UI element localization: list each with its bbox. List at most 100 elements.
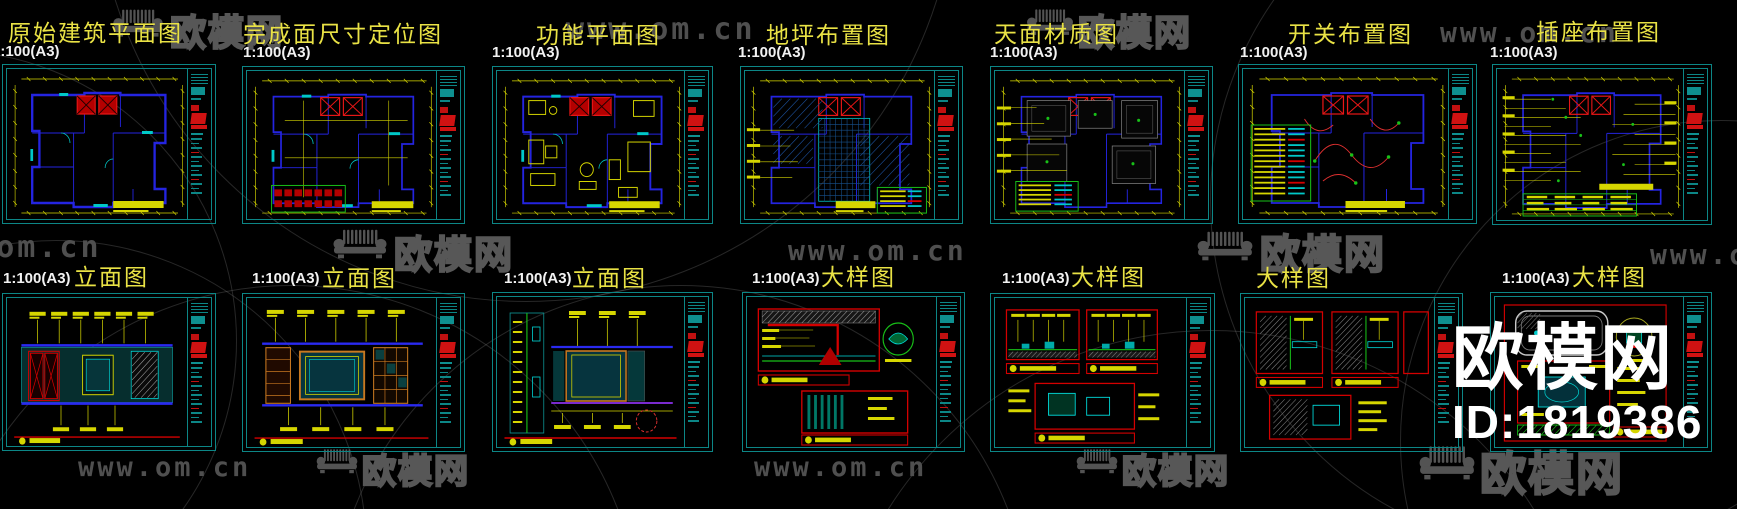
sheet-frame bbox=[740, 66, 963, 224]
sheet-scale-label: 1:100(A3) bbox=[492, 44, 560, 61]
title-block-strip bbox=[684, 297, 708, 447]
title-block-strip bbox=[1683, 297, 1707, 447]
sheet-frame bbox=[2, 64, 216, 224]
title-block-strip bbox=[1448, 69, 1472, 219]
title-block-strip bbox=[936, 297, 960, 447]
watermark-url-text: www.om.cn bbox=[78, 452, 252, 483]
brand-overlay-text: 欧模网 bbox=[1452, 319, 1675, 399]
drawing-content bbox=[747, 297, 936, 447]
sheet-frame bbox=[990, 293, 1215, 452]
drawing-content bbox=[7, 298, 187, 446]
sheet-title: 插座布置图 bbox=[1536, 19, 1661, 45]
title-block-strip bbox=[1184, 71, 1208, 219]
title-block-strip bbox=[934, 71, 958, 219]
sheet-scale-label: 1:100(A3) bbox=[1002, 270, 1070, 287]
sheet-title: 大样图 bbox=[1256, 265, 1331, 291]
sheet-border bbox=[1244, 297, 1459, 448]
drawing-content bbox=[7, 69, 187, 219]
sheet-border bbox=[1496, 68, 1708, 221]
watermark-brand-text: 欧模网 bbox=[169, 11, 285, 54]
watermark-url-text: www.om.cn bbox=[1650, 238, 1737, 271]
drawing-content bbox=[1497, 69, 1683, 220]
sofa-icon bbox=[110, 6, 166, 42]
watermark-brand-text: 欧模网 bbox=[1259, 232, 1386, 278]
watermark-brand-text: 欧模网 bbox=[1077, 11, 1193, 54]
sheet-border bbox=[496, 70, 709, 220]
title-block-strip bbox=[436, 298, 460, 447]
sheet-frame bbox=[990, 66, 1213, 224]
sheet-title: 天面材质图 bbox=[994, 21, 1119, 47]
sheet-scale-label: 1:100(A3) bbox=[1502, 270, 1570, 287]
sheet-frame bbox=[1238, 64, 1477, 224]
drawing-content bbox=[247, 298, 436, 447]
sheet-title: 大样图 bbox=[1071, 264, 1146, 290]
watermark-brand-text: 欧模网 bbox=[1479, 447, 1624, 501]
sheet-scale-label: 1:100(A3) bbox=[243, 44, 311, 61]
sofa-icon bbox=[1024, 6, 1076, 40]
sheet-scale-label: 1:100(A3) bbox=[3, 270, 71, 287]
title-block-strip bbox=[1434, 298, 1458, 447]
sheet-scale-label: 1:100(A3) bbox=[738, 44, 806, 61]
sheet-border bbox=[746, 296, 961, 448]
brand-overlay: 欧模网 ID:1819386 bbox=[1452, 322, 1702, 447]
sheet-frame bbox=[1492, 64, 1712, 225]
watermark-url-text: www.om.cn bbox=[788, 234, 967, 267]
sheet-title: 原始建筑平面图 bbox=[8, 20, 183, 46]
sheet-scale-label: 1:100(A3) bbox=[1490, 44, 1558, 61]
drawing-content bbox=[745, 71, 934, 219]
sheet-title: 完成面尺寸定位图 bbox=[243, 21, 443, 47]
sofa-icon bbox=[314, 446, 360, 478]
sheet-frame bbox=[242, 293, 465, 452]
drawing-content bbox=[497, 71, 684, 219]
title-block-strip bbox=[684, 71, 708, 219]
sheet-border bbox=[6, 68, 212, 220]
drawing-content bbox=[1245, 298, 1434, 447]
sheet-frame bbox=[742, 292, 965, 452]
watermark-brand-text: 欧模网 bbox=[361, 452, 470, 492]
sheet-border bbox=[246, 297, 461, 448]
watermark-url-text: www.om.cn bbox=[754, 452, 928, 483]
title-block-strip bbox=[436, 71, 460, 219]
sheet-title: 立面图 bbox=[74, 264, 149, 290]
sheet-frame bbox=[1240, 293, 1463, 452]
sheet-frame bbox=[492, 292, 713, 452]
sheet-frame bbox=[1490, 292, 1712, 452]
sheet-border bbox=[6, 297, 212, 447]
sheet-border bbox=[744, 70, 959, 220]
sheet-title: 地坪布置图 bbox=[766, 22, 891, 48]
title-block-strip bbox=[187, 69, 211, 219]
sheet-border bbox=[1494, 296, 1708, 448]
sheet-title: 大样图 bbox=[1572, 264, 1647, 290]
watermark-url-text: www.om.cn bbox=[566, 12, 756, 47]
sheet-frame bbox=[2, 293, 216, 451]
watermark-brand-text: 欧模网 bbox=[393, 234, 515, 278]
sheet-title: 功能平面图 bbox=[536, 22, 661, 48]
drawing-content bbox=[247, 71, 436, 219]
watermark-brand-text: 欧模网 bbox=[1121, 452, 1230, 492]
drawing-content bbox=[995, 71, 1184, 219]
sheet-scale-label: 1:100(A3) bbox=[252, 270, 320, 287]
sofa-icon bbox=[330, 226, 390, 264]
sheet-title: 立面图 bbox=[322, 265, 397, 291]
drawing-content bbox=[1495, 297, 1683, 447]
sheet-scale-label: 1:100(A3) bbox=[0, 43, 60, 60]
sheet-title: 大样图 bbox=[821, 264, 896, 290]
drawing-content bbox=[497, 297, 684, 447]
sheet-frame bbox=[492, 66, 713, 224]
sheet-title: 立面图 bbox=[572, 265, 647, 291]
drawing-content bbox=[995, 298, 1186, 447]
watermark-url-text: www.om.cn bbox=[1440, 16, 1619, 49]
sheet-border bbox=[994, 297, 1211, 448]
title-block-strip bbox=[1186, 298, 1210, 447]
sheet-border bbox=[994, 70, 1209, 220]
sheet-scale-label: 1:100(A3) bbox=[752, 270, 820, 287]
sofa-icon bbox=[1194, 228, 1256, 266]
watermark-url-text: www.om.cn bbox=[0, 230, 102, 265]
sheet-scale-label: 1:100(A3) bbox=[1240, 44, 1308, 61]
sheet-border bbox=[496, 296, 709, 448]
id-overlay-text: ID:1819386 bbox=[1452, 395, 1703, 448]
sofa-icon bbox=[1074, 446, 1120, 478]
title-block-strip bbox=[187, 298, 211, 446]
sofa-icon bbox=[1416, 442, 1478, 486]
